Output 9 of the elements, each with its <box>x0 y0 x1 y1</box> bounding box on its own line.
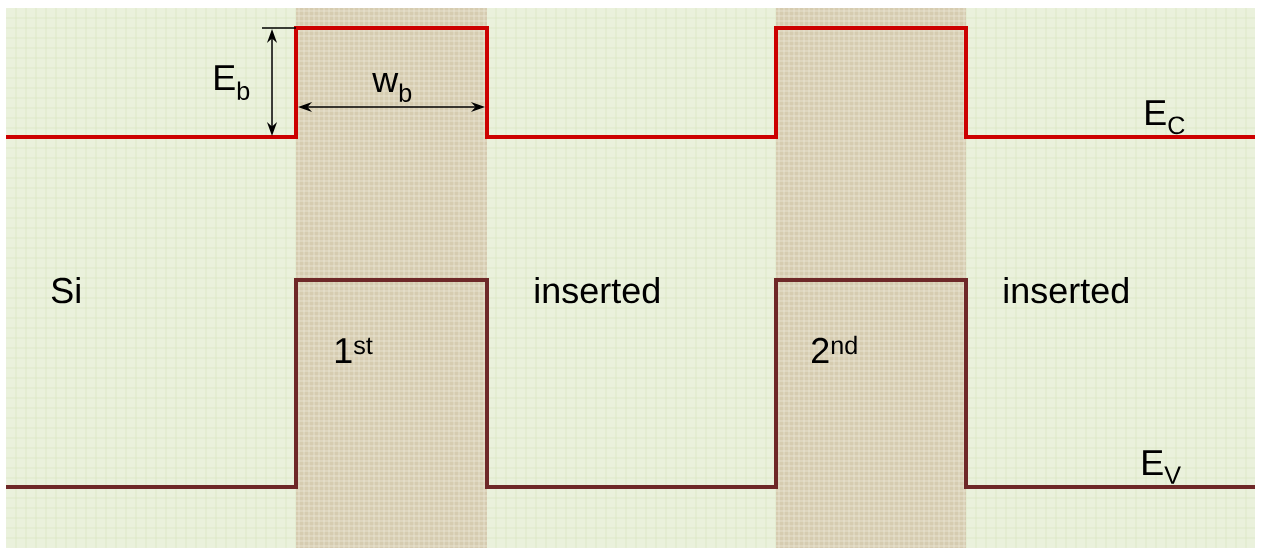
band-label: E$_{C}$ <box>1146 100 1185 135</box>
region-label: inserted <box>1004 276 1128 304</box>
band-label: E$_{V}$ <box>1143 450 1181 484</box>
barrier-label: 2$^{nd}$ <box>812 335 857 363</box>
width-label: w$_{b}$ <box>372 73 412 102</box>
material-label: Si <box>51 276 80 304</box>
region-label: inserted <box>535 276 659 304</box>
barrier-label: 1$^{st}$ <box>335 337 373 363</box>
energy-label: E$_{b}$ <box>215 65 250 100</box>
